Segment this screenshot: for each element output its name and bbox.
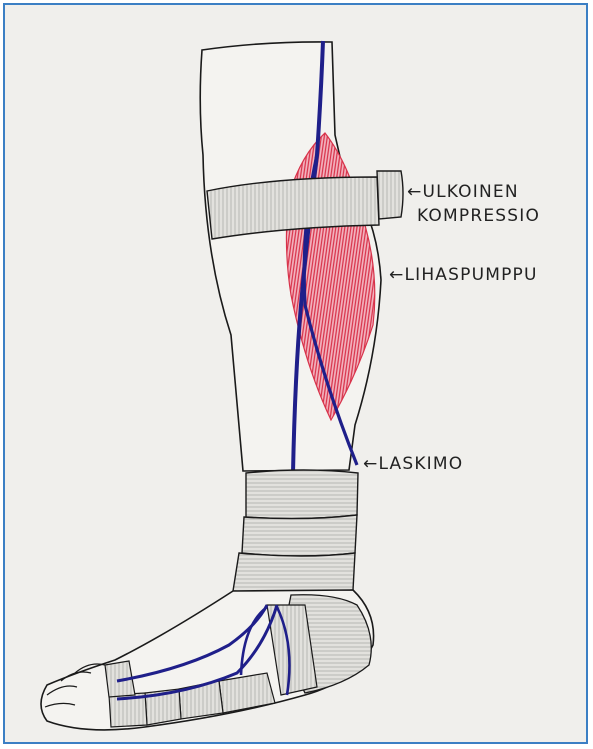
ankle-band-2	[242, 515, 357, 556]
foot-band-2	[219, 673, 275, 713]
label-muscle-pump: ←LIHASPUMPPU	[389, 265, 538, 285]
ankle-band-1	[246, 470, 358, 519]
diagram-frame: ←ULKOINEN KOMPRESSIO ←LIHASPUMPPU ←LASKI…	[3, 3, 588, 744]
ankle-band-3	[233, 553, 355, 593]
label-external-compression-2: KOMPRESSIO	[417, 206, 540, 226]
leg-diagram: ←ULKOINEN KOMPRESSIO ←LIHASPUMPPU ←LASKI…	[5, 5, 588, 744]
label-vein: ←LASKIMO	[363, 454, 463, 474]
label-external-compression-1: ←ULKOINEN	[407, 182, 519, 202]
compression-band-end	[377, 171, 403, 219]
